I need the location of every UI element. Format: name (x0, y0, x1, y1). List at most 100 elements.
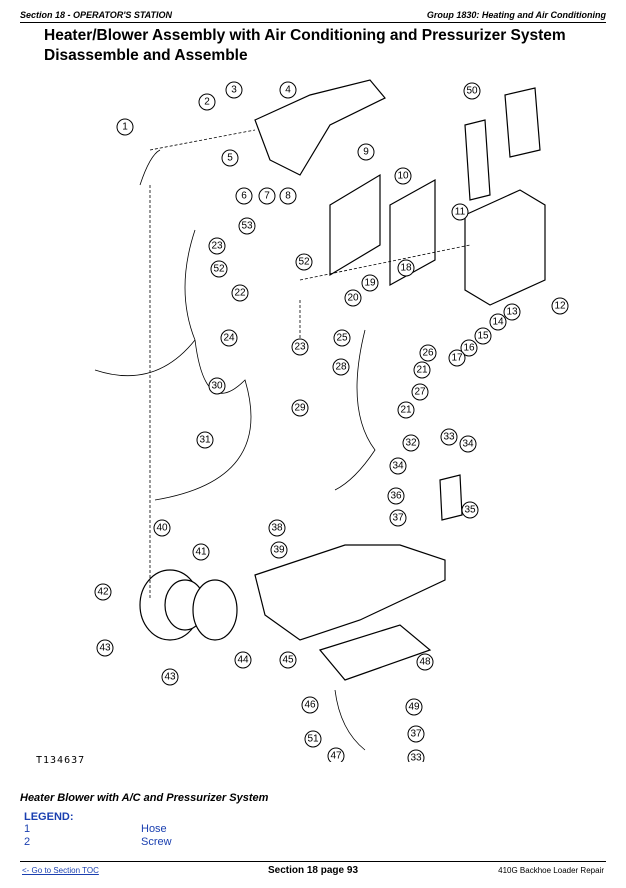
figure-caption: Heater Blower with A/C and Pressurizer S… (20, 792, 269, 804)
callout-20: 20 (344, 289, 362, 307)
callout-48: 48 (416, 653, 434, 671)
legend-number: 1 (24, 823, 31, 835)
svg-text:35: 35 (464, 505, 476, 516)
svg-text:12: 12 (554, 301, 566, 312)
callout-23a: 23 (208, 237, 226, 255)
svg-text:52: 52 (298, 257, 310, 268)
svg-text:39: 39 (273, 545, 285, 556)
callout-41: 41 (192, 543, 210, 561)
page-header: Section 18 - OPERATOR'S STATION Group 18… (20, 8, 606, 24)
callout-12: 12 (551, 297, 569, 315)
svg-text:24: 24 (223, 333, 235, 344)
callout-53: 53 (238, 217, 256, 235)
svg-text:3: 3 (231, 85, 237, 96)
svg-text:53: 53 (241, 221, 253, 232)
svg-text:1: 1 (122, 122, 128, 133)
callout-18: 18 (397, 259, 415, 277)
section-label: Section 18 - OPERATOR'S STATION (20, 10, 172, 20)
group-label: Group 1830: Heating and Air Conditioning (426, 10, 606, 20)
page-title: Heater/Blower Assembly with Air Conditio… (44, 27, 566, 64)
svg-text:14: 14 (492, 317, 504, 328)
callout-28: 28 (332, 358, 350, 376)
svg-text:9: 9 (363, 147, 369, 158)
callout-24: 24 (220, 329, 238, 347)
page-number: Section 18 page 93 (267, 865, 359, 876)
svg-text:4: 4 (285, 85, 291, 96)
svg-text:23: 23 (211, 241, 223, 252)
callout-1: 1 (116, 118, 134, 136)
callout-17: 17 (448, 349, 466, 367)
svg-text:11: 11 (455, 207, 466, 218)
callout-7: 7 (258, 187, 276, 205)
document-title: 410G Backhoe Loader Repair (498, 866, 604, 875)
legend-label: Hose (141, 823, 167, 835)
callout-11: 11 (451, 203, 469, 221)
svg-text:45: 45 (282, 655, 294, 666)
callout-9: 9 (357, 143, 375, 161)
svg-text:43: 43 (164, 672, 176, 683)
callout-38: 38 (268, 519, 286, 537)
callout-26: 26 (419, 344, 437, 362)
svg-text:38: 38 (271, 523, 283, 534)
svg-text:31: 31 (199, 435, 211, 446)
callout-50: 50 (463, 82, 481, 100)
callout-19: 19 (361, 274, 379, 292)
callout-13: 13 (503, 303, 521, 321)
svg-text:50: 50 (466, 86, 478, 97)
svg-text:33: 33 (443, 432, 455, 443)
callout-5: 5 (221, 149, 239, 167)
callout-22: 22 (231, 284, 249, 302)
callout-3: 3 (225, 81, 243, 99)
callout-52a: 52 (210, 260, 228, 278)
svg-text:44: 44 (237, 655, 249, 666)
callout-34b: 34 (389, 457, 407, 475)
callout-23b: 23 (291, 338, 309, 356)
svg-text:47: 47 (330, 751, 342, 762)
callout-34a: 34 (459, 435, 477, 453)
svg-text:7: 7 (264, 191, 270, 202)
callout-15: 15 (474, 327, 492, 345)
svg-text:48: 48 (419, 657, 431, 668)
callout-6: 6 (235, 187, 253, 205)
callout-52b: 52 (295, 253, 313, 271)
svg-text:21: 21 (416, 365, 428, 376)
svg-text:21: 21 (400, 405, 412, 416)
callout-43a: 43 (96, 639, 114, 657)
figure-id: T134637 (36, 755, 86, 766)
callout-30: 30 (208, 377, 226, 395)
svg-text:13: 13 (506, 307, 518, 318)
exploded-parts-diagram: 1 2 3 4 5 6 7 8 9 10 11 12 13 14 15 16 1… (94, 79, 569, 762)
svg-text:34: 34 (392, 461, 404, 472)
svg-text:34: 34 (462, 439, 474, 450)
section-toc-link[interactable]: <- Go to Section TOC (22, 866, 99, 875)
callout-37b: 37 (407, 725, 425, 743)
svg-text:52: 52 (213, 264, 225, 275)
svg-text:36: 36 (390, 491, 402, 502)
header-rule (20, 22, 606, 23)
callout-29: 29 (291, 399, 309, 417)
callout-51: 51 (304, 730, 322, 748)
callout-37a: 37 (389, 509, 407, 527)
svg-text:10: 10 (397, 171, 409, 182)
svg-text:16: 16 (463, 343, 475, 354)
svg-text:32: 32 (405, 438, 417, 449)
svg-text:28: 28 (335, 362, 347, 373)
callout-25: 25 (333, 329, 351, 347)
svg-text:29: 29 (294, 403, 306, 414)
svg-text:43: 43 (99, 643, 111, 654)
svg-text:37: 37 (410, 729, 422, 740)
svg-text:46: 46 (304, 700, 316, 711)
svg-text:6: 6 (241, 191, 247, 202)
svg-text:19: 19 (364, 278, 376, 289)
callout-33a: 33 (440, 428, 458, 446)
callout-14: 14 (489, 313, 507, 331)
footer-rule (20, 861, 606, 862)
svg-text:27: 27 (414, 387, 426, 398)
callout-36: 36 (387, 487, 405, 505)
svg-text:51: 51 (307, 734, 319, 745)
svg-text:26: 26 (422, 348, 434, 359)
callout-43b: 43 (161, 668, 179, 686)
callout-33b: 33 (407, 749, 425, 762)
svg-text:23: 23 (294, 342, 306, 353)
callout-4: 4 (279, 81, 297, 99)
